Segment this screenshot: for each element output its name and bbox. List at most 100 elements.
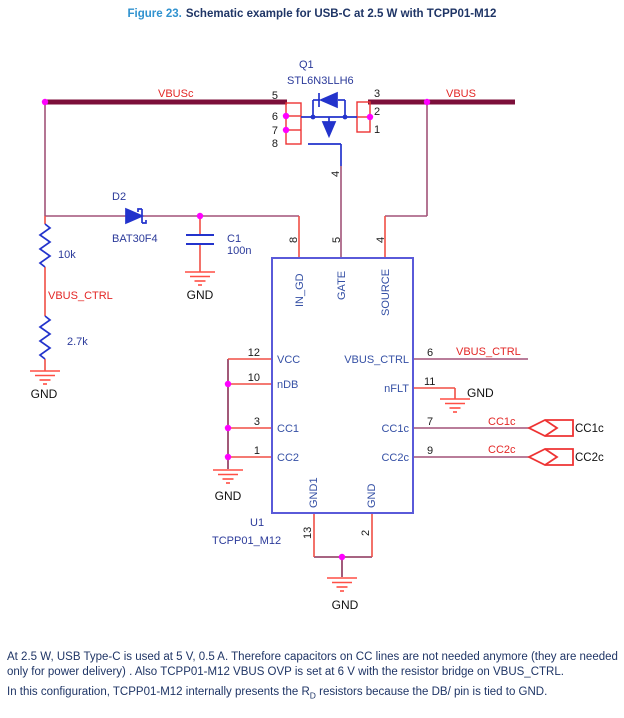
c1-value-label: 100n xyxy=(227,245,251,257)
u1-pin-number: 8 xyxy=(288,237,300,243)
gnd-label: GND xyxy=(332,598,359,612)
wires-routed xyxy=(44,102,529,458)
q1-pin-numbers-left: 5 6 7 8 xyxy=(272,90,278,150)
gnd-symbol xyxy=(326,577,358,592)
junction-dot xyxy=(224,453,232,461)
figure-label: Figure 23. xyxy=(127,8,182,20)
u1-pin-number: 10 xyxy=(248,372,260,384)
offpage-connector-cc1c xyxy=(526,419,574,437)
q1-pin-number: 6 xyxy=(272,111,278,123)
q1-pin-numbers-right: 3 2 1 xyxy=(374,88,380,136)
gnd-symbol xyxy=(439,398,471,413)
resistor-divider: 10k VBUS_CTRL 2.7k xyxy=(38,223,113,360)
u1-pin-name: GND xyxy=(366,484,378,509)
d2-diode: D2 BAT30F4 xyxy=(112,191,158,245)
r-bottom-value-label: 2.7k xyxy=(67,336,88,348)
q1-gate-pin-number: 4 xyxy=(330,171,342,177)
net-label-vbus-ctrl-right: VBUS_CTRL xyxy=(456,346,521,358)
junction-dot xyxy=(224,424,232,432)
u1-left-pin-numbers: 12 10 3 1 xyxy=(248,347,260,457)
net-label-cc1c: CC1c xyxy=(488,416,516,428)
q1-pin-number: 8 xyxy=(272,138,278,150)
u1-part-label: TCPP01_M12 xyxy=(212,535,281,547)
junction-dot xyxy=(196,212,204,220)
q1-channel-arrow xyxy=(321,121,337,139)
q1-part-label: STL6N3LLH6 xyxy=(287,75,354,87)
c1-symbol xyxy=(186,234,214,245)
offpage-connector-cc2c xyxy=(526,448,574,466)
note-text: resistors because the DB/ pin is tied to… xyxy=(315,686,548,699)
note-paragraph-2: In this configuration, TCPP01-M12 intern… xyxy=(7,685,619,700)
gnd-symbol xyxy=(212,469,244,484)
junction-dot xyxy=(423,98,431,106)
u1-pin-number: 7 xyxy=(427,416,433,428)
net-label-vbus: VBUS xyxy=(446,88,476,100)
u1-pin-number: 2 xyxy=(360,530,372,536)
q1-mosfet-symbol xyxy=(301,91,357,166)
offpage-connector-label: CC2c xyxy=(575,452,604,464)
note-text: At 2.5 W, USB Type-C is used at 5 V, 0.5… xyxy=(7,651,618,678)
u1-pin-name: SOURCE xyxy=(380,269,392,316)
junction-dot xyxy=(366,113,374,121)
pin-stub-wires xyxy=(44,216,456,557)
c1-ref-label: C1 xyxy=(227,233,241,245)
junction-dot xyxy=(224,380,232,388)
u1-pin-number: 13 xyxy=(302,527,314,539)
q1-body-diode xyxy=(318,91,338,109)
d2-part-label: BAT30F4 xyxy=(112,233,158,245)
gnd-label: GND xyxy=(215,489,242,503)
note-subscript: D xyxy=(309,690,316,701)
u1-pin-number: 12 xyxy=(248,347,260,359)
u1-pin-number: 5 xyxy=(331,237,343,243)
junction-dots xyxy=(41,98,431,561)
junction-dot xyxy=(338,553,346,561)
u1-ref-label: U1 xyxy=(250,517,264,529)
q1-ref-label: Q1 xyxy=(299,59,314,71)
net-labels: VBUSc VBUS VBUS_CTRL CC1c CC2c xyxy=(158,88,521,456)
u1-ic-body xyxy=(271,257,414,514)
gnd-symbol xyxy=(184,271,216,286)
offpage-connectors xyxy=(526,419,574,466)
r-bottom-symbol xyxy=(38,315,52,360)
q1-pin-number: 1 xyxy=(374,124,380,136)
schematic-figure: Q1 STL6N3LLH6 5 6 7 8 3 2 1 4 xyxy=(29,59,604,612)
net-label-vbusc: VBUSc xyxy=(158,88,194,100)
d2-symbol xyxy=(125,207,147,225)
u1-pin-name: nFLT xyxy=(384,383,409,395)
u1-pin-name: VCC xyxy=(277,354,300,366)
u1-pin-number: 1 xyxy=(254,445,260,457)
gnd-label: GND xyxy=(31,387,58,401)
u1-pin-name: VBUS_CTRL xyxy=(344,354,409,366)
u1-pin-number: 4 xyxy=(375,237,387,243)
u1-pin-number: 11 xyxy=(424,376,435,388)
u1-pin-name: CC2c xyxy=(381,452,409,464)
q1-pin-number: 3 xyxy=(374,88,380,100)
figure-title: Schematic example for USB-C at 2.5 W wit… xyxy=(185,8,497,20)
u1-pin-name: nDB xyxy=(277,379,298,391)
q1-pin-number: 5 xyxy=(272,90,278,102)
r-top-value-label: 10k xyxy=(58,249,76,261)
u1-ic: IN_GD GATE SOURCE 8 5 4 VCC nDB CC1 CC2 … xyxy=(212,237,435,547)
u1-right-pin-names: VBUS_CTRL nFLT CC1c CC2c xyxy=(344,354,409,464)
d2-ref-label: D2 xyxy=(112,191,126,203)
gnd-label: GND xyxy=(187,288,214,302)
u1-pin-name: GATE xyxy=(336,271,348,300)
q1-pin-number: 7 xyxy=(272,125,278,137)
gnd-label: GND xyxy=(467,386,494,400)
u1-pin-name: CC1c xyxy=(381,423,409,435)
figure-caption: Figure 23.Schematic example for USB-C at… xyxy=(0,8,624,20)
ground-symbols: GND GND GND GND GND xyxy=(29,271,494,612)
u1-pin-number: 3 xyxy=(254,416,260,428)
figure-notes: At 2.5 W, USB Type-C is used at 5 V, 0.5… xyxy=(7,650,619,706)
q1-pin-number: 2 xyxy=(374,106,380,118)
note-paragraph-1: At 2.5 W, USB Type-C is used at 5 V, 0.5… xyxy=(7,650,619,679)
junction-dot xyxy=(41,98,49,106)
u1-pin-number: 6 xyxy=(427,347,433,359)
c1-capacitor: C1 100n xyxy=(186,233,251,257)
net-label-cc2c: CC2c xyxy=(488,444,516,456)
u1-pin-name: GND1 xyxy=(308,477,320,508)
q1-left-pin-box xyxy=(285,102,302,145)
u1-pin-name: IN_GD xyxy=(294,273,306,307)
gnd-symbol xyxy=(29,370,61,385)
